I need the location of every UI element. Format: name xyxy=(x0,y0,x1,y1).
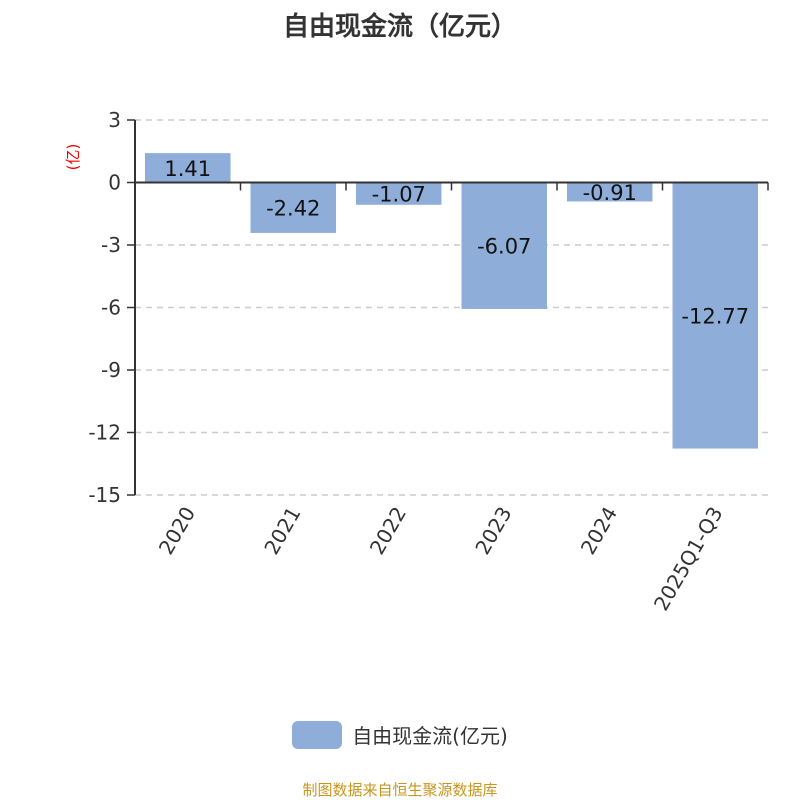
x-tick-label: 2021 xyxy=(259,503,305,559)
data-label: -0.91 xyxy=(583,181,637,205)
y-tick-label: -15 xyxy=(88,483,121,507)
bar xyxy=(567,182,653,202)
legend-label: 自由现金流(亿元) xyxy=(352,724,508,748)
legend-swatch xyxy=(292,720,343,749)
chart-title: 自由现金流（亿元） xyxy=(282,12,517,42)
data-label: -1.07 xyxy=(372,183,426,207)
bar xyxy=(356,182,442,205)
y-tick-label: -6 xyxy=(101,296,121,320)
bar xyxy=(145,153,231,183)
x-tick-label: 2022 xyxy=(365,503,411,559)
x-tick-label: 2024 xyxy=(576,503,622,559)
y-tick-label: -9 xyxy=(101,358,121,382)
y-axis-label: (亿) xyxy=(64,144,82,171)
bar xyxy=(461,182,547,309)
x-tick-label: 2023 xyxy=(470,503,516,559)
y-tick-label: 0 xyxy=(108,171,121,195)
x-tick-label: 2020 xyxy=(154,503,200,559)
bar xyxy=(250,182,336,233)
data-label: -6.07 xyxy=(477,235,531,259)
source-note: 制图数据来自恒生聚源数据库 xyxy=(302,781,498,799)
y-tick-label: 3 xyxy=(108,108,121,132)
legend[interactable]: 自由现金流(亿元) xyxy=(0,720,800,749)
x-tick-label: 2025Q1-Q3 xyxy=(649,503,728,615)
data-label: -12.77 xyxy=(681,305,749,329)
y-tick-label: -3 xyxy=(101,233,121,257)
y-tick-label: -12 xyxy=(88,421,121,445)
data-label: 1.41 xyxy=(164,157,211,181)
bar xyxy=(672,182,758,449)
data-label: -2.42 xyxy=(266,197,320,221)
